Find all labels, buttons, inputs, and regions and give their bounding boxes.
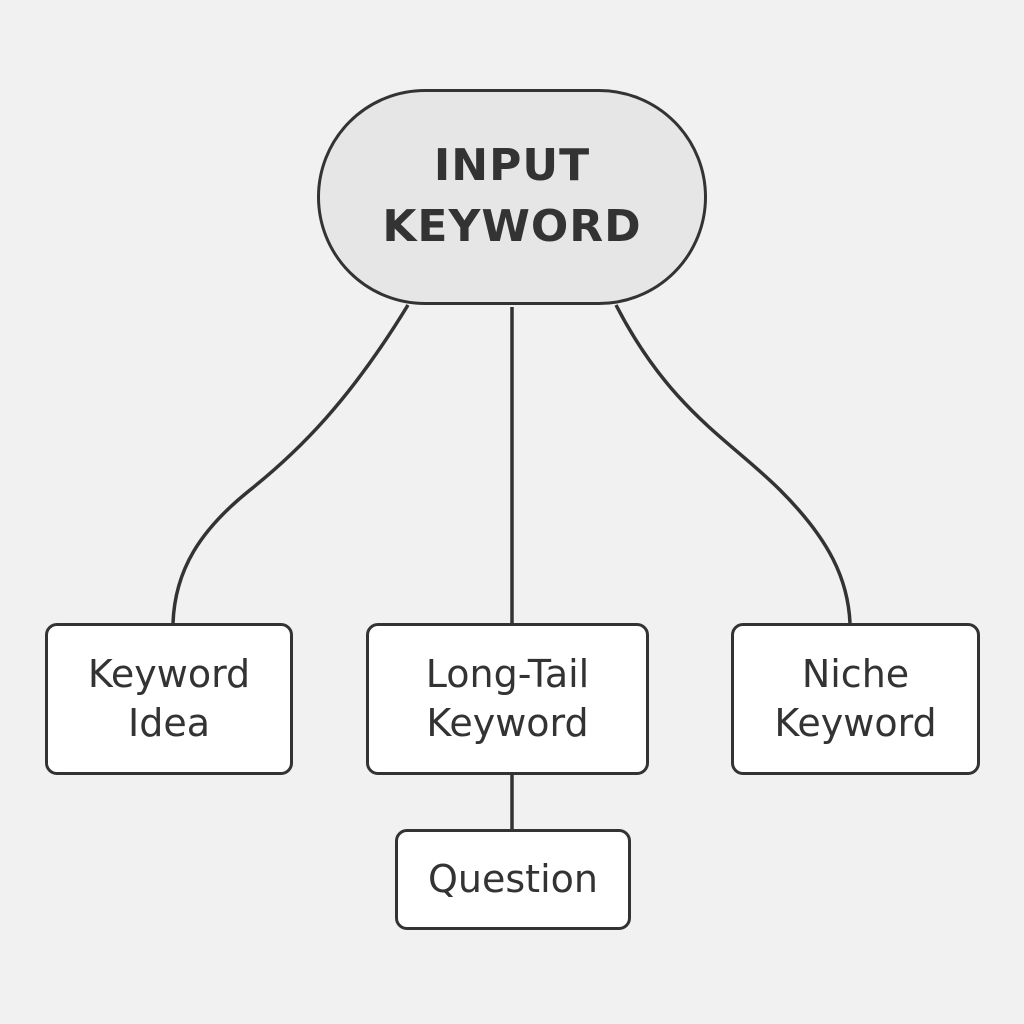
- node-long-tail-keyword-line-1: Long-Tail: [425, 651, 590, 696]
- node-question-label: Question: [428, 856, 598, 901]
- connector-root-to-keyword-idea: [171, 304, 410, 624]
- node-long-tail-keyword: Long-Tail Keyword: [366, 623, 649, 775]
- node-niche-keyword-line-2: Keyword: [774, 701, 937, 745]
- node-question: Question: [395, 829, 631, 930]
- node-niche-keyword: Niche Keyword: [731, 623, 980, 775]
- node-keyword-idea-line-2: Idea: [128, 701, 210, 745]
- root-label-line-1: INPUT: [433, 140, 591, 192]
- node-keyword-idea-line-1: Keyword: [87, 651, 251, 696]
- connector-root-to-niche-keyword: [614, 304, 852, 624]
- root-label-line-2: KEYWORD: [382, 201, 642, 252]
- node-long-tail-keyword-line-2: Keyword: [426, 701, 589, 745]
- root-node-input-keyword: INPUT KEYWORD: [317, 89, 707, 305]
- node-keyword-idea: Keyword Idea: [45, 623, 293, 775]
- node-niche-keyword-line-1: Niche: [801, 651, 910, 696]
